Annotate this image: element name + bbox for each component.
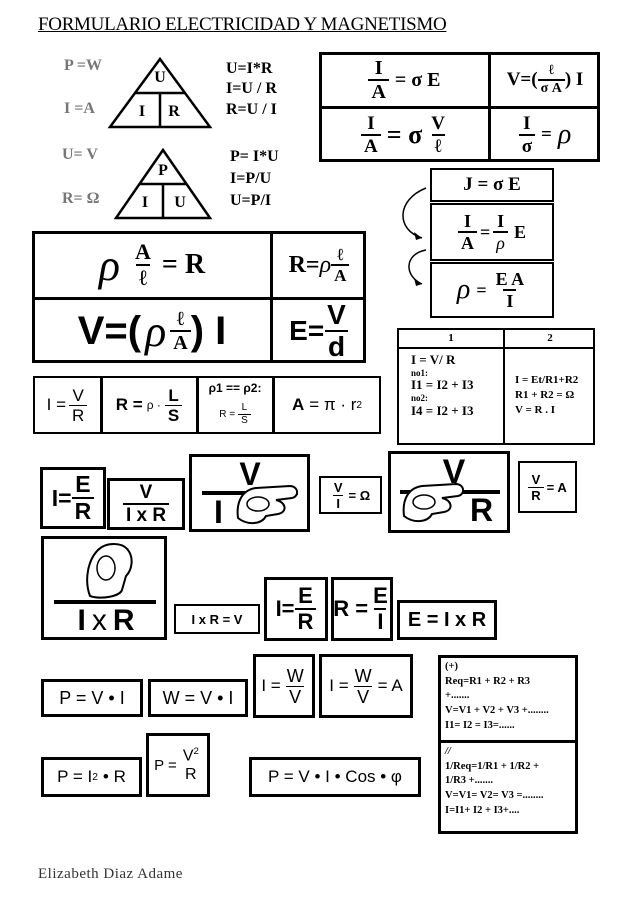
resistivity-divider-h: [32, 297, 366, 300]
triangle1-right-3: R=U / I: [226, 101, 277, 118]
triangle2-bl: I: [141, 194, 149, 211]
kirchhoff-col2: I = Et/R1+R2 R1 + R2 = Ω V = R . I: [515, 374, 579, 416]
power-box-pvi: [41, 679, 143, 717]
kirchhoff-header-2: 2: [547, 332, 553, 344]
ohm-hand-2-r: R: [470, 492, 494, 528]
triangle1-shape: [107, 56, 213, 129]
power-box-wvi: [148, 679, 248, 717]
res-divider-2: [196, 376, 199, 434]
formula-ohm-e-ixr: E = I x R: [407, 608, 487, 631]
resistance-row-box: [33, 376, 381, 434]
ohm-hand-1-i: I: [214, 494, 223, 530]
triangle2-right-2: I=P/U: [230, 170, 272, 187]
finger-icon: [86, 543, 133, 599]
kirchhoff-header-divider: [397, 347, 595, 349]
ohm-hand-1-v: V: [239, 456, 261, 492]
power-box-pv2r: [146, 733, 210, 797]
triangle1-br: R: [168, 103, 180, 120]
formula-ohm-ixr-v: I x R = V: [191, 611, 243, 627]
triangle1-top: U: [154, 69, 166, 86]
power-box-iwv: [253, 654, 315, 718]
resistivity-divider-v: [270, 231, 273, 363]
formula-j: J = σ E: [463, 174, 521, 195]
ohm-box-i-e-r-2: [264, 577, 328, 641]
formula-power-wvi: W = V • I: [162, 687, 234, 708]
res-divider-3: [272, 376, 275, 434]
triangle1-left-1: P =W: [64, 57, 103, 74]
ohm-hand-3-bar: [54, 600, 156, 604]
kirchhoff-col1: I = V/ R no1: I1 = I2 + I3 no2: I4 = I2 …: [411, 352, 474, 418]
ohm-hand-3-ixr: I x R: [77, 604, 135, 637]
triangle2-shape: [113, 147, 213, 220]
conductivity-divider-v: [488, 52, 491, 162]
kirchhoff-col-divider: [503, 328, 505, 445]
flow-box-3: [430, 262, 554, 318]
triangle2-top: P: [158, 162, 168, 179]
finger-icon: [402, 482, 464, 522]
triangle2-br: U: [174, 194, 186, 211]
power-box-pi2r: [41, 757, 142, 797]
triangle1-right-2: I=U / R: [226, 80, 277, 97]
triangle2-left-1: U= V: [62, 146, 98, 163]
ohm-box-ixr-v: [174, 604, 260, 634]
triangle1-bl: I: [138, 103, 146, 120]
formula-power-pvi: P = V • I: [59, 687, 125, 708]
formula-rho-equal-title: ρ1 == ρ2:: [208, 381, 262, 395]
flow-box-2: [430, 203, 554, 261]
ohm-box-v-r-a: [518, 461, 577, 513]
triangle1-right-1: U=I*R: [226, 60, 273, 77]
conductivity-divider-h: [319, 106, 600, 109]
series-parallel-box: [438, 655, 578, 834]
ohm-box-v-i-ohm: [319, 476, 382, 514]
author-name: Elizabeth Diaz Adame: [38, 866, 183, 882]
formula-power-pvicos: P = V • I • Cos • φ: [268, 767, 402, 786]
triangle2-right-1: P= I*U: [230, 148, 279, 165]
series-block: (+) Req=R1 + R2 + R3 +....... V=V1 + V2 …: [445, 661, 549, 731]
power-box-pvicos: [249, 757, 421, 797]
ohm-hand-2-v: V: [442, 453, 466, 491]
parallel-block: // 1/Req=1/R1 + 1/R2 + 1/R3 +....... V=V…: [445, 746, 544, 816]
triangle2-right-3: U=P/I: [230, 192, 272, 209]
finger-icon: [236, 484, 298, 524]
ohm-box-e-ixr: [397, 600, 497, 640]
kirchhoff-header-1: 1: [448, 332, 454, 344]
flow-arrows: [402, 187, 427, 286]
flow-box-j: [430, 168, 554, 202]
triangle2-left-2: R= Ω: [62, 190, 100, 207]
res-divider-1: [100, 376, 103, 434]
page-title: FORMULARIO ELECTRICIDAD Y MAGNETISMO: [38, 14, 447, 35]
triangle1-left-2: I =A: [64, 100, 95, 117]
series-parallel-divider: [438, 740, 578, 743]
